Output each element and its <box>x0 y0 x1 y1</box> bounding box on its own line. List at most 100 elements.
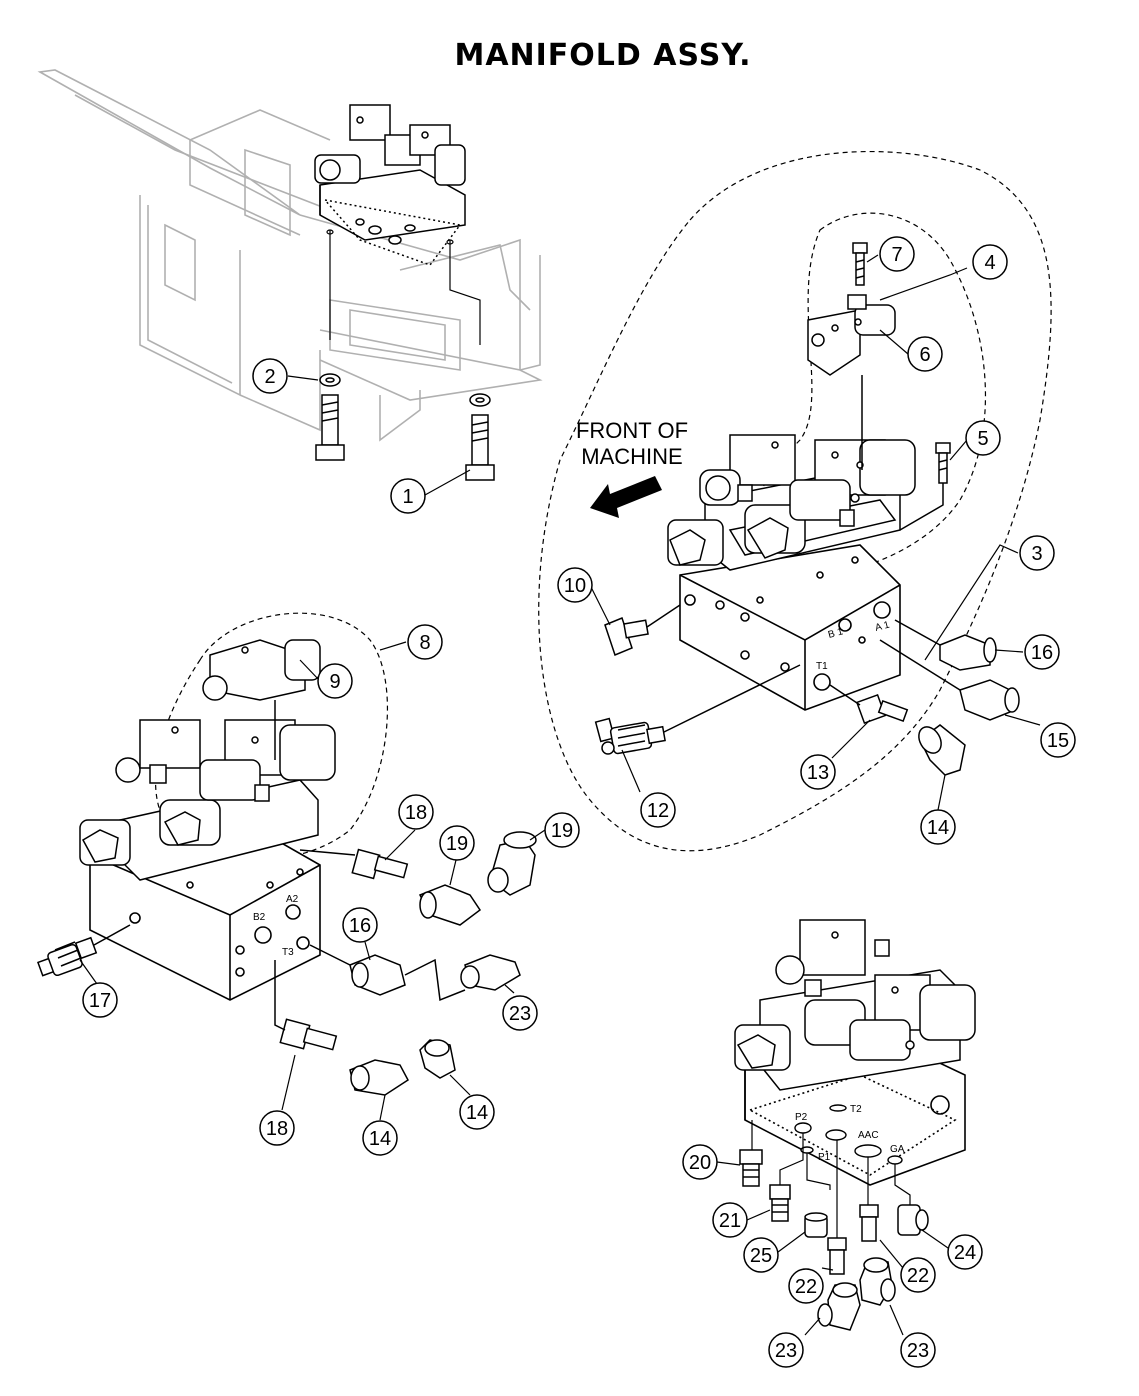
svg-text:24: 24 <box>954 1242 976 1264</box>
svg-text:1: 1 <box>402 486 413 508</box>
svg-text:3: 3 <box>1031 543 1042 565</box>
elbow-23-left <box>404 954 521 1002</box>
callout-19-lower: 19 <box>439 825 475 861</box>
screw-7 <box>852 242 868 286</box>
callout-8: 8 <box>407 624 443 660</box>
machine-frame-background <box>37 69 543 442</box>
top-manifold-assembly <box>314 104 466 266</box>
top-mount-lines <box>326 229 481 345</box>
fitting-22-right <box>859 1204 879 1242</box>
svg-text:22: 22 <box>907 1265 929 1287</box>
elbow-14-main <box>918 724 966 776</box>
bottom-ports <box>794 1104 903 1165</box>
callout-10: 10 <box>557 567 593 603</box>
svg-text:21: 21 <box>719 1210 741 1232</box>
bottom-leader-lines <box>751 1120 911 1240</box>
port-label-t3: T3 <box>282 947 294 958</box>
svg-text:5: 5 <box>977 428 988 450</box>
elbow-24 <box>897 1204 929 1236</box>
callout-leaders <box>79 254 1041 1336</box>
sensor-17 <box>37 924 131 977</box>
front-label-line-1: FRONT OF <box>575 418 689 443</box>
svg-text:22: 22 <box>795 1276 817 1298</box>
port-label-a2: A2 <box>286 894 299 905</box>
svg-text:23: 23 <box>775 1340 797 1362</box>
port-label-ga: GA <box>890 1144 905 1155</box>
svg-text:16: 16 <box>1031 642 1053 664</box>
main-manifold-block <box>679 544 901 711</box>
callout-14-left-a: 14 <box>362 1120 398 1156</box>
callout-23-bottom-right: 23 <box>900 1332 936 1368</box>
svg-text:14: 14 <box>369 1128 391 1150</box>
port-label-p2: P2 <box>795 1112 808 1123</box>
front-label-line-2: MACHINE <box>581 444 683 469</box>
svg-text:18: 18 <box>266 1118 288 1140</box>
svg-text:25: 25 <box>750 1245 772 1267</box>
callout-2: 2 <box>252 358 288 394</box>
elbow-16-left <box>309 944 406 996</box>
port-label-a1: A 1 <box>874 619 891 633</box>
upper-valve-detail <box>807 294 896 470</box>
fitting-21 <box>769 1184 791 1222</box>
callout-18-upper: 18 <box>398 794 434 830</box>
callout-3: 3 <box>1019 535 1055 571</box>
elbow-23-bottom-right <box>859 1257 896 1306</box>
callout-23-left: 23 <box>502 995 538 1031</box>
elbow-15 <box>879 639 1020 721</box>
mount-washer-right <box>469 393 491 407</box>
callout-20: 20 <box>682 1144 718 1180</box>
callout-1: 1 <box>390 478 426 514</box>
callout-14-left-b: 14 <box>459 1094 495 1130</box>
svg-text:19: 19 <box>551 820 573 842</box>
fitting-22-left <box>827 1237 847 1275</box>
mount-bolt-right <box>465 414 495 481</box>
callout-17: 17 <box>82 982 118 1018</box>
svg-text:14: 14 <box>466 1102 488 1124</box>
callout-5: 5 <box>965 420 1001 456</box>
fitting-20 <box>739 1149 763 1187</box>
port-label-b2: B2 <box>253 912 266 923</box>
mount-bolt-left <box>315 394 345 461</box>
svg-text:7: 7 <box>891 244 902 266</box>
callout-9: 9 <box>317 663 353 699</box>
svg-text:23: 23 <box>907 1340 929 1362</box>
svg-text:19: 19 <box>446 833 468 855</box>
callout-12: 12 <box>640 792 676 828</box>
callout-18-lower: 18 <box>259 1110 295 1146</box>
svg-text:6: 6 <box>919 344 930 366</box>
fitting-18-lower <box>274 960 338 1051</box>
elbow-19-upper <box>487 831 537 896</box>
screw-5 <box>899 442 951 531</box>
svg-text:17: 17 <box>89 990 111 1012</box>
svg-text:9: 9 <box>329 671 340 693</box>
elbow-14-left-a <box>349 1059 409 1096</box>
svg-text:16: 16 <box>349 915 371 937</box>
bolt-10 <box>604 604 681 656</box>
fitting-13 <box>829 684 909 725</box>
callout-24: 24 <box>947 1234 983 1270</box>
fitting-18-upper <box>299 848 409 880</box>
callout-4: 4 <box>972 244 1008 280</box>
callout-7: 7 <box>879 236 915 272</box>
svg-text:13: 13 <box>807 762 829 784</box>
callout-6: 6 <box>907 336 943 372</box>
callout-19-upper: 19 <box>544 812 580 848</box>
plug-25 <box>804 1212 828 1238</box>
callout-23-bottom-left: 23 <box>768 1332 804 1368</box>
elbow-14-left-b <box>419 1039 456 1079</box>
callout-22-right: 22 <box>900 1257 936 1293</box>
elbow-23-bottom-left <box>817 1282 861 1331</box>
elbow-16-main <box>894 619 997 671</box>
svg-text:8: 8 <box>419 632 430 654</box>
port-label-p1: P1 <box>818 1152 831 1163</box>
svg-text:18: 18 <box>405 802 427 824</box>
callout-16-main: 16 <box>1024 634 1060 670</box>
port-label-aac: AAC <box>858 1130 879 1141</box>
svg-text:2: 2 <box>264 366 275 388</box>
callout-21: 21 <box>712 1202 748 1238</box>
callout-15: 15 <box>1040 722 1076 758</box>
front-arrow <box>590 476 662 518</box>
port-label-t1: T1 <box>816 661 828 672</box>
svg-text:10: 10 <box>564 575 586 597</box>
